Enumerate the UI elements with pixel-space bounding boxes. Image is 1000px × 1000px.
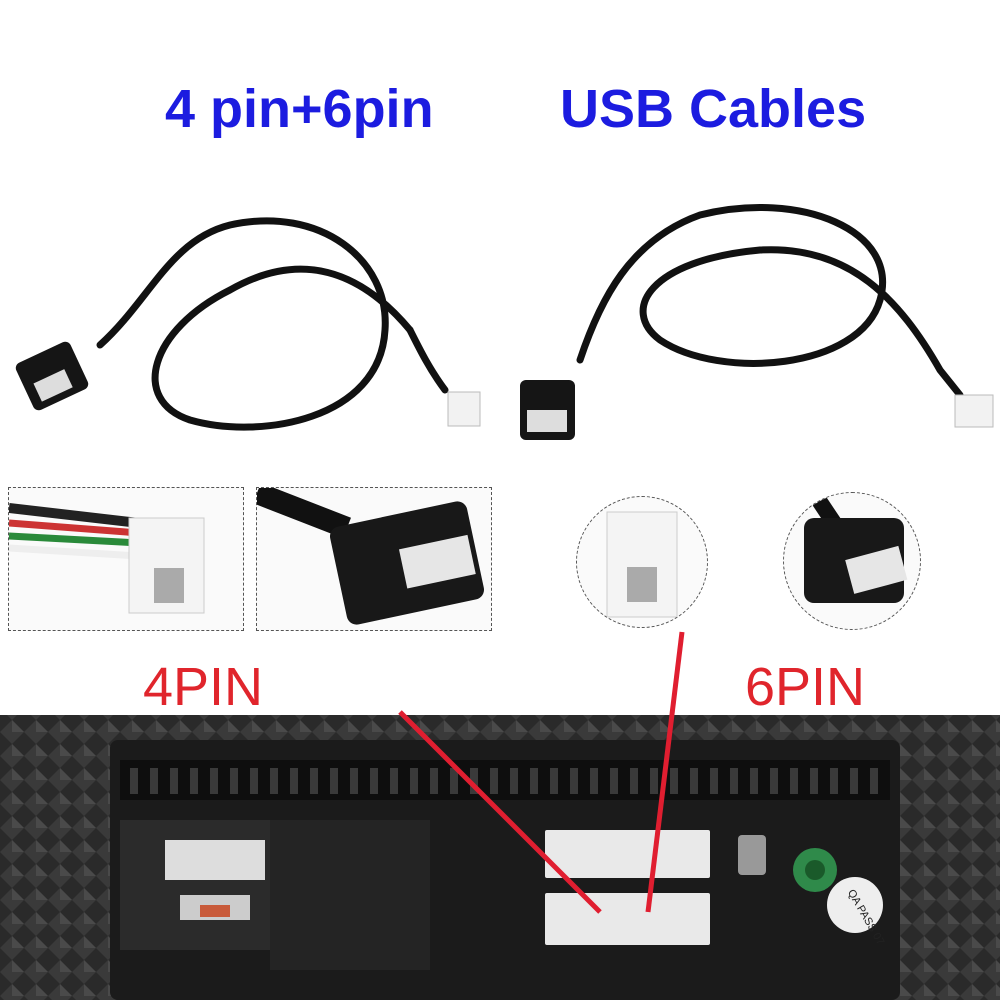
vent-slot — [250, 768, 258, 794]
vent-slot — [430, 768, 438, 794]
label-6pin: 6PIN — [745, 657, 866, 717]
6pin-connector — [954, 394, 994, 428]
vent-slot — [150, 768, 158, 794]
inset-usb-plug-round — [783, 492, 921, 630]
vent-slot — [530, 768, 538, 794]
vent-slot — [350, 768, 358, 794]
vent-slot — [510, 768, 518, 794]
vent-slot — [190, 768, 198, 794]
vent-slot — [670, 768, 678, 794]
vent-slot — [490, 768, 498, 794]
vent-slot — [270, 768, 278, 794]
vent-slot — [130, 768, 138, 794]
vent-slot — [450, 768, 458, 794]
vent-slot — [210, 768, 218, 794]
vent-slot — [550, 768, 558, 794]
vent-slot — [290, 768, 298, 794]
vent-slot — [610, 768, 618, 794]
vent-slot — [370, 768, 378, 794]
vent-slot — [810, 768, 818, 794]
usb-plug-right — [520, 380, 575, 440]
vent-slot — [410, 768, 418, 794]
vent-slot — [630, 768, 638, 794]
4pin-connector — [447, 391, 481, 427]
vent-slot — [710, 768, 718, 794]
vent-slot — [310, 768, 318, 794]
vent-slot — [870, 768, 878, 794]
vent-slot — [230, 768, 238, 794]
title-pins: 4 pin+6pin — [165, 79, 434, 139]
vent-slot — [770, 768, 778, 794]
vent-slot — [690, 768, 698, 794]
vent-slot — [790, 768, 798, 794]
inset-4pin-connector — [8, 487, 244, 631]
vent-slot — [570, 768, 578, 794]
vent-slot — [170, 768, 178, 794]
vent-slot — [470, 768, 478, 794]
vent-slot — [850, 768, 858, 794]
vent-slot — [830, 768, 838, 794]
inset-usb-plug — [256, 487, 492, 631]
title-usb-cables: USB Cables — [560, 79, 867, 139]
vent-slot — [650, 768, 658, 794]
vent-slot — [590, 768, 598, 794]
inset-6pin-connector — [576, 496, 708, 628]
vent-slot — [390, 768, 398, 794]
usb-plug-left — [15, 341, 89, 411]
label-4pin: 4PIN — [143, 657, 264, 717]
vent-slot — [750, 768, 758, 794]
vent-slot — [330, 768, 338, 794]
vent-slot — [730, 768, 738, 794]
cables-photo — [15, 204, 994, 440]
